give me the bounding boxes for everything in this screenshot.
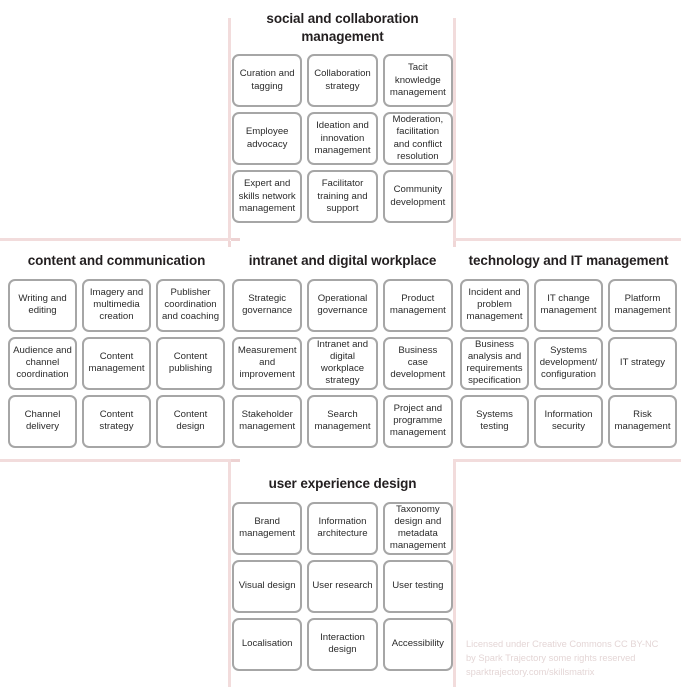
skill-cell[interactable]: Incident and problem management	[460, 278, 529, 332]
skill-cell[interactable]: Operational governance	[307, 278, 378, 332]
skill-cell[interactable]: Strategic governance	[232, 278, 303, 332]
quadrant-title-ux: user experience design	[268, 476, 417, 491]
skill-cell[interactable]: Channel delivery	[8, 394, 77, 448]
skill-cell[interactable]: Content publishing	[156, 336, 225, 390]
quadrant-intranet-and-digital-workplace: intranet and digital workplace Strategic…	[232, 252, 453, 448]
skill-cell[interactable]: Measurement and improvement	[232, 336, 303, 390]
skill-cell[interactable]: Moderation, facilitation and conflict re…	[382, 112, 453, 166]
skill-cell[interactable]: Writing and editing	[8, 278, 77, 332]
quadrant-title-intranet: intranet and digital workplace	[248, 253, 437, 268]
divider-left-vertical-center-dashed	[228, 241, 231, 457]
skill-cell[interactable]: Brand management	[232, 501, 303, 555]
licence-notice: Licensed under Creative Commons CC BY-NC…	[466, 638, 671, 679]
quadrant-grid-social: Curation and tagging Collaboration strat…	[232, 54, 453, 224]
skill-cell[interactable]: IT strategy	[608, 336, 677, 390]
skill-cell[interactable]: Content management	[82, 336, 151, 390]
quadrant-grid-ux: Brand management Information architectur…	[232, 501, 453, 671]
skill-cell[interactable]: IT change management	[534, 278, 603, 332]
quadrant-grid-content: Writing and editing Imagery and multimed…	[8, 278, 225, 448]
divider-top-horizontal-left	[0, 238, 230, 241]
skill-cell[interactable]: Imagery and multimedia creation	[82, 278, 151, 332]
skill-cell[interactable]: User testing	[382, 559, 453, 613]
licence-line-2: by Spark Trajectory some rights reserved	[466, 652, 636, 663]
quadrant-title-social: social and collaboration management	[266, 11, 419, 44]
skill-cell[interactable]: Stakeholder management	[232, 394, 303, 448]
skill-cell[interactable]: Tacit knowledge management	[382, 54, 453, 108]
skill-cell[interactable]: Systems testing	[460, 394, 529, 448]
skill-cell[interactable]: Content strategy	[82, 394, 151, 448]
skill-cell[interactable]: Risk management	[608, 394, 677, 448]
divider-top-horizontal-center-dashed	[231, 238, 454, 241]
skill-cell[interactable]: Information security	[534, 394, 603, 448]
divider-top-horizontal-right	[453, 238, 681, 241]
skill-cell[interactable]: Visual design	[232, 559, 303, 613]
quadrant-content-and-communication: content and communication Writing and ed…	[8, 252, 225, 448]
quadrant-title-technology: technology and IT management	[468, 253, 669, 268]
skill-cell[interactable]: Expert and skills network management	[232, 170, 303, 224]
skill-cell[interactable]: Localisation	[232, 617, 303, 671]
skill-cell[interactable]: Information architecture	[307, 501, 378, 555]
skill-cell[interactable]: Business case development	[382, 336, 453, 390]
divider-left-vertical-top	[228, 18, 231, 240]
skill-cell[interactable]: Accessibility	[382, 617, 453, 671]
skill-cell[interactable]: Intranet and digital workplace strategy	[307, 336, 378, 390]
skill-cell[interactable]: Publisher coordination and coaching	[156, 278, 225, 332]
skill-cell[interactable]: Systems development/ configuration	[534, 336, 603, 390]
skill-cell[interactable]: Audience and channel coordination	[8, 336, 77, 390]
divider-right-vertical-center-dashed	[453, 241, 456, 457]
divider-right-vertical-bottom	[453, 459, 456, 687]
quadrant-grid-intranet: Strategic governance Operational governa…	[232, 278, 453, 448]
quadrant-user-experience-design: user experience design Brand management …	[232, 475, 453, 671]
quadrant-title-content: content and communication	[27, 253, 206, 268]
licence-line-1: Licensed under Creative Commons CC BY-NC	[466, 639, 659, 649]
skill-cell[interactable]: Facilitator training and support	[307, 170, 378, 224]
skill-cell[interactable]: Platform management	[608, 278, 677, 332]
skill-cell[interactable]: Interaction design	[307, 617, 378, 671]
licence-line-3[interactable]: sparktrajectory.com/skillsmatrix	[466, 666, 595, 677]
skill-cell[interactable]: Taxonomy design and metadata management	[382, 501, 453, 555]
skill-cell[interactable]: Community development	[382, 170, 453, 224]
skill-cell[interactable]: Ideation and innovation management	[307, 112, 378, 166]
quadrant-technology-and-it-management: technology and IT management Incident an…	[460, 252, 677, 448]
divider-right-vertical-top	[453, 18, 456, 240]
skill-cell[interactable]: Curation and tagging	[232, 54, 303, 108]
skill-cell[interactable]: Content design	[156, 394, 225, 448]
divider-bottom-horizontal-left	[0, 459, 230, 462]
skill-cell[interactable]: Collaboration strategy	[307, 54, 378, 108]
skill-cell[interactable]: User research	[307, 559, 378, 613]
skill-cell[interactable]: Employee advocacy	[232, 112, 303, 166]
skill-cell[interactable]: Business analysis and requirements speci…	[460, 336, 529, 390]
quadrant-social-and-collaboration-management: social and collaboration management Cura…	[232, 10, 453, 224]
skill-cell[interactable]: Project and programme management	[382, 394, 453, 448]
skill-cell[interactable]: Product management	[382, 278, 453, 332]
quadrant-grid-technology: Incident and problem management IT chang…	[460, 278, 677, 448]
divider-bottom-horizontal-center-dashed	[231, 459, 454, 462]
divider-left-vertical-bottom	[228, 459, 231, 687]
skill-cell[interactable]: Search management	[307, 394, 378, 448]
divider-bottom-horizontal-right	[453, 459, 681, 462]
